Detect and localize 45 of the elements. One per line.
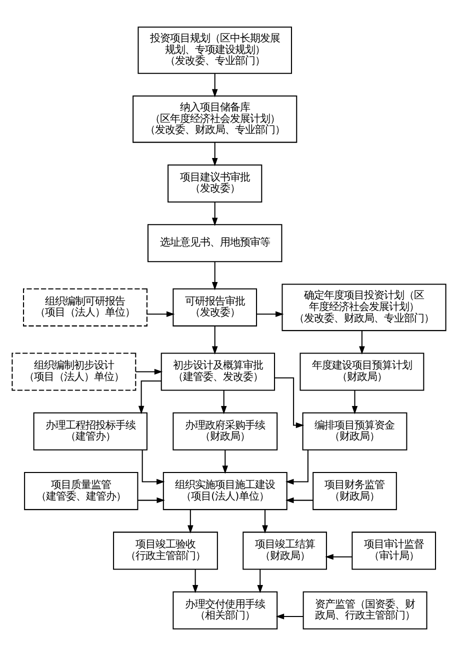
arrow — [188, 510, 194, 534]
node-box: 办理政府采购手续 （财政局） — [172, 412, 278, 450]
node-box: 初步设计及概算审批 （建管委、发改委） — [160, 352, 276, 391]
arrow — [262, 510, 268, 534]
node-box: 确定年度项目投资计划（区年度经济社会发展计划） （发改委、财政局、专业部门） — [282, 284, 446, 332]
arrow — [222, 450, 228, 474]
node-box: 办理工程招投标手续 （建管办） — [33, 412, 148, 450]
node-box: 办理交付使用手续 （相关部门） — [172, 591, 278, 630]
node-box: 组织实施项目施工建设 （项目(法人)单位） — [162, 472, 288, 510]
node-box: 项目建议书审批 （发改委） — [168, 164, 262, 202]
node-box: 纳入项目储备库 （区年度经济社会发展计划） （发改委、财政局、专业部门） — [132, 96, 298, 143]
node-box: 组织编制可研报告 （项目（法人）单位） — [23, 288, 148, 326]
arrow — [212, 142, 218, 166]
arrow — [212, 326, 218, 354]
node-box: 可研报告审批 （发改委） — [172, 288, 258, 326]
arrow — [138, 497, 165, 504]
arrow — [256, 311, 284, 317]
node-box: 年度建设项目预算计划 （财政局） — [300, 352, 424, 391]
arrow — [220, 390, 227, 414]
node-box: 编排项目预算资金 （财政局） — [302, 412, 408, 450]
node-box: 资产监管（国资委、财政局、行政主管部门） — [302, 591, 428, 630]
arrow — [212, 202, 218, 226]
node-box: 项目竣工验收 （行政主管部门） — [113, 532, 218, 570]
arrow — [212, 262, 218, 290]
arrow — [136, 368, 163, 375]
node-box: 项目质量监管 （建管委、建管办） — [24, 472, 138, 510]
node-box: 项目审计监督 （审计局） — [352, 532, 436, 570]
arrow — [352, 390, 358, 414]
arrow — [286, 450, 308, 485]
arrow — [286, 497, 314, 504]
arrow — [147, 311, 175, 317]
arrow — [138, 380, 162, 414]
arrow — [325, 554, 352, 560]
arrow — [359, 330, 365, 355]
node-box: 项目财务监管 （财政局） — [312, 472, 397, 510]
arrow — [212, 74, 218, 98]
arrow — [276, 614, 304, 620]
node-box: 投资项目规划（区中长期发展规划、专项建设规划） （发改委、专业部门） — [138, 26, 292, 74]
node-box: 项目竣工结算 （财政局） — [242, 532, 327, 570]
node-box: 组织编制初步设计 （项目（法人）单位） — [12, 352, 136, 391]
arrow — [257, 569, 263, 594]
arrow — [142, 450, 165, 485]
arrow — [192, 569, 198, 594]
node-box: 选址意见书、用地预审等 — [147, 224, 282, 262]
arrow — [274, 377, 304, 428]
